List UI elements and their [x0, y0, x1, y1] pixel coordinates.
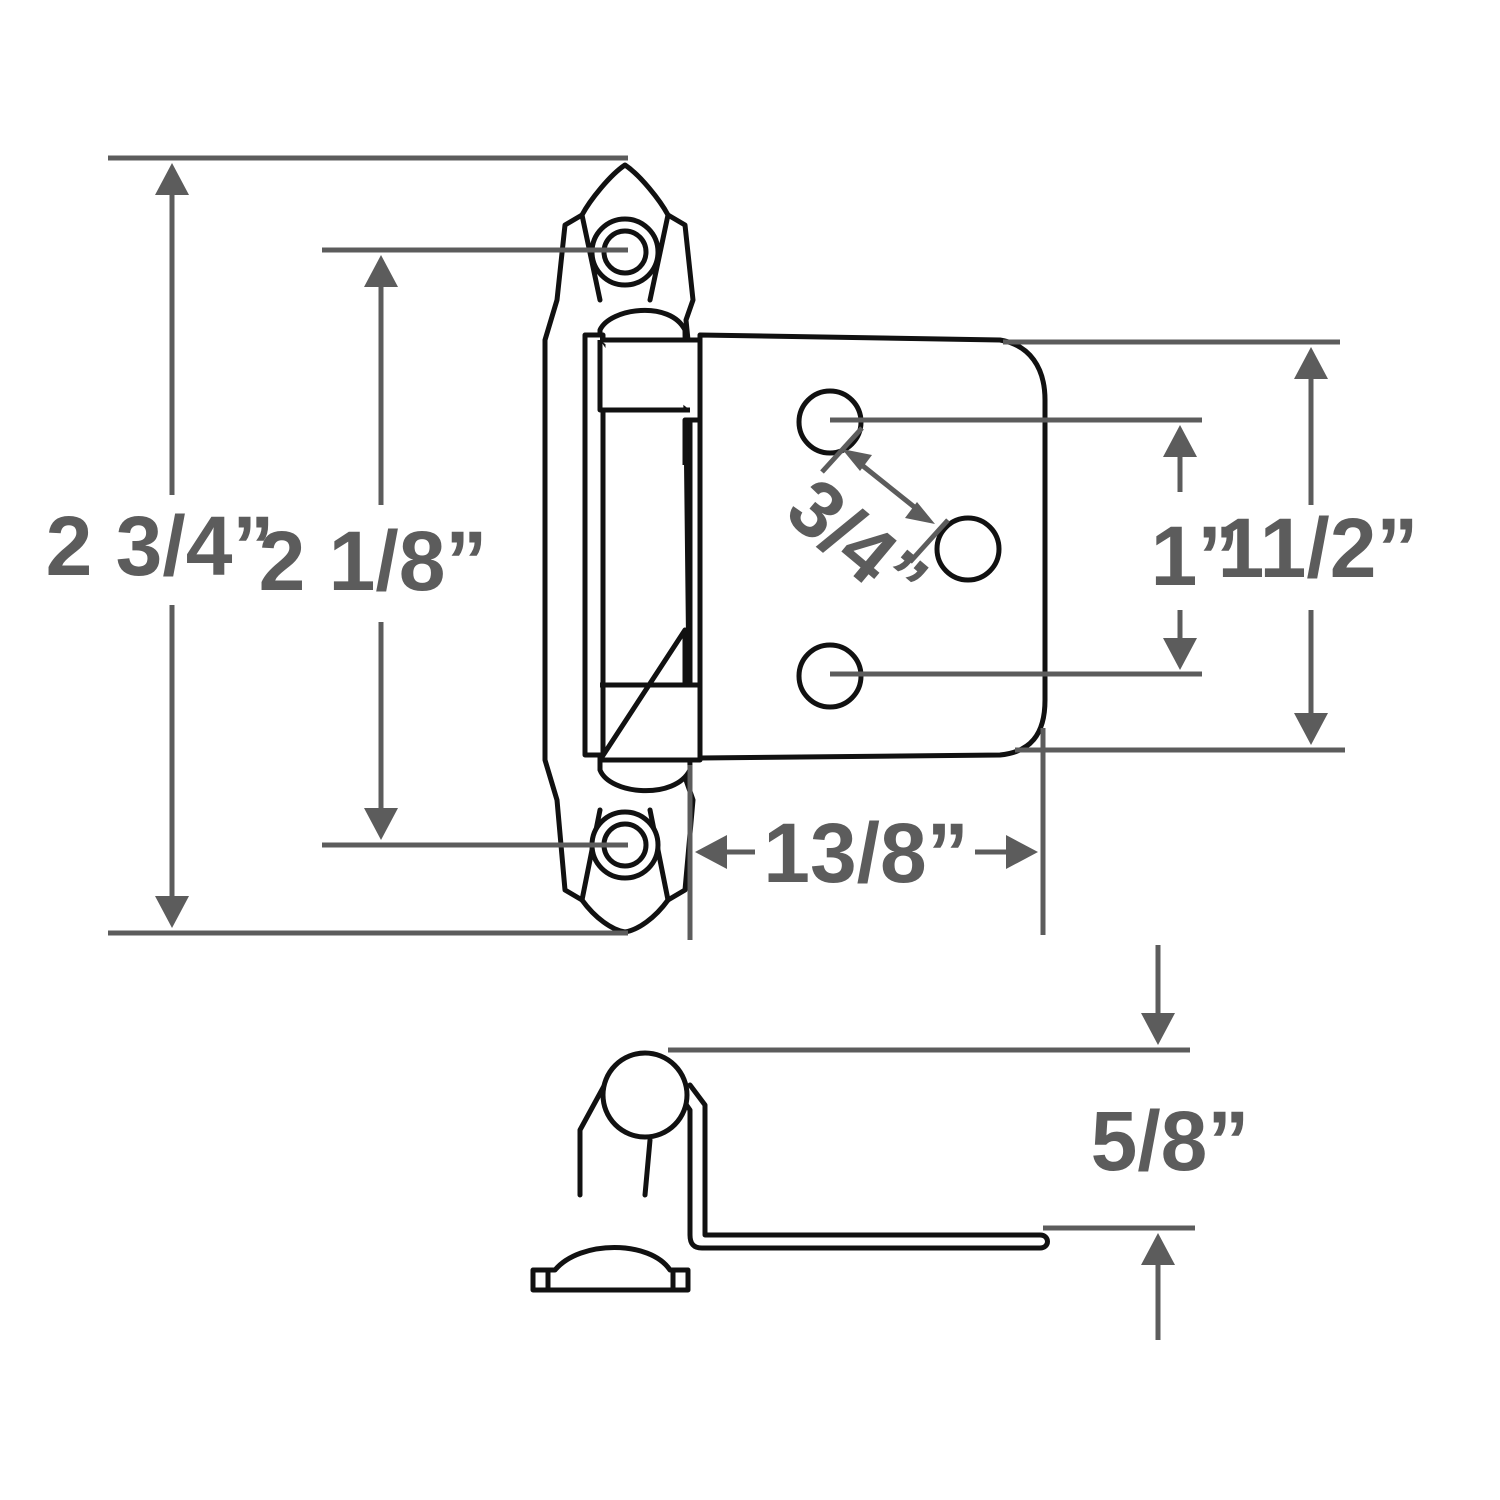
side-view-arm	[577, 1072, 1050, 1251]
offset-arrow-down	[1141, 1013, 1175, 1045]
hinge-knuckle-left-band	[582, 332, 606, 758]
offset-label: 5/8”	[1091, 1094, 1250, 1188]
diagonal-ext-bottom	[908, 518, 950, 564]
overall-height-arrow-up	[155, 163, 189, 195]
diagonal-ext-top	[820, 426, 864, 474]
overall-height-arrow-down	[155, 896, 189, 928]
plate-holes-arrow-down	[1163, 638, 1197, 670]
plate-height-label: 11/2”	[1218, 501, 1419, 595]
plate-width-label: 13/8”	[763, 806, 969, 900]
diagonal-line	[856, 460, 920, 512]
hole-spacing-arrow-up	[364, 255, 398, 287]
plate-width-arrow-right	[1006, 835, 1038, 869]
plate-height-arrow-down	[1294, 713, 1328, 745]
hinge-side-view	[530, 1050, 1050, 1293]
hole-spacing-arrow-down	[364, 808, 398, 840]
side-view-knuckle	[600, 1050, 690, 1140]
dimension-lines	[108, 155, 1345, 1340]
hinge-leaf-plate	[697, 332, 1048, 761]
plate-width-arrow-left	[695, 835, 727, 869]
plate-hole-right	[934, 515, 1002, 583]
diagonal-arrow-start	[842, 449, 872, 471]
plate-height-arrow-up	[1294, 347, 1328, 379]
side-view-base	[530, 1245, 691, 1293]
hinge-front-view	[542, 162, 1048, 935]
offset-arrow-up	[1141, 1233, 1175, 1265]
plate-holes-arrow-up	[1163, 425, 1197, 457]
plate-holes-label: 1”	[1151, 509, 1240, 603]
overall-height-label: 2 3/4”	[46, 499, 275, 593]
hole-spacing-label: 2 1/8”	[259, 514, 488, 608]
diagonal-arrow-end	[905, 502, 935, 524]
